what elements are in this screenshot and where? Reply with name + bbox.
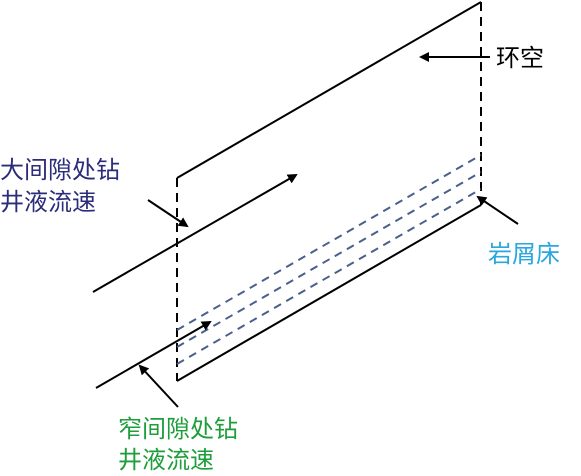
cuttings-bed-layer	[176, 154, 482, 331]
narrow-gap-label-line1: 窄间隙处钻	[118, 415, 238, 443]
narrow-gap-label-line2: 井液流速	[118, 446, 214, 474]
cuttings-bed-pointer-arrow	[476, 195, 519, 225]
wide-gap-pointer-arrow	[147, 199, 189, 228]
plane-top-edge	[176, 1, 482, 179]
cuttings-bed-layers	[176, 154, 482, 365]
cuttings-bed-label: 岩屑床	[488, 240, 560, 268]
plane-bottom-edge	[176, 204, 482, 382]
annulus-label: 环空	[496, 44, 544, 72]
narrow-gap-pointer-arrow	[138, 364, 179, 408]
narrow-gap-flow-arrow	[95, 320, 212, 389]
annulus-plane	[176, 1, 482, 382]
wide-gap-label-line1: 大间隙处钻	[0, 156, 120, 184]
wide-gap-label-line2: 井液流速	[0, 188, 96, 216]
wide-gap-flow-arrow	[92, 174, 298, 293]
cuttings-bed-layer	[176, 188, 482, 365]
cuttings-bed-layer	[176, 171, 482, 348]
